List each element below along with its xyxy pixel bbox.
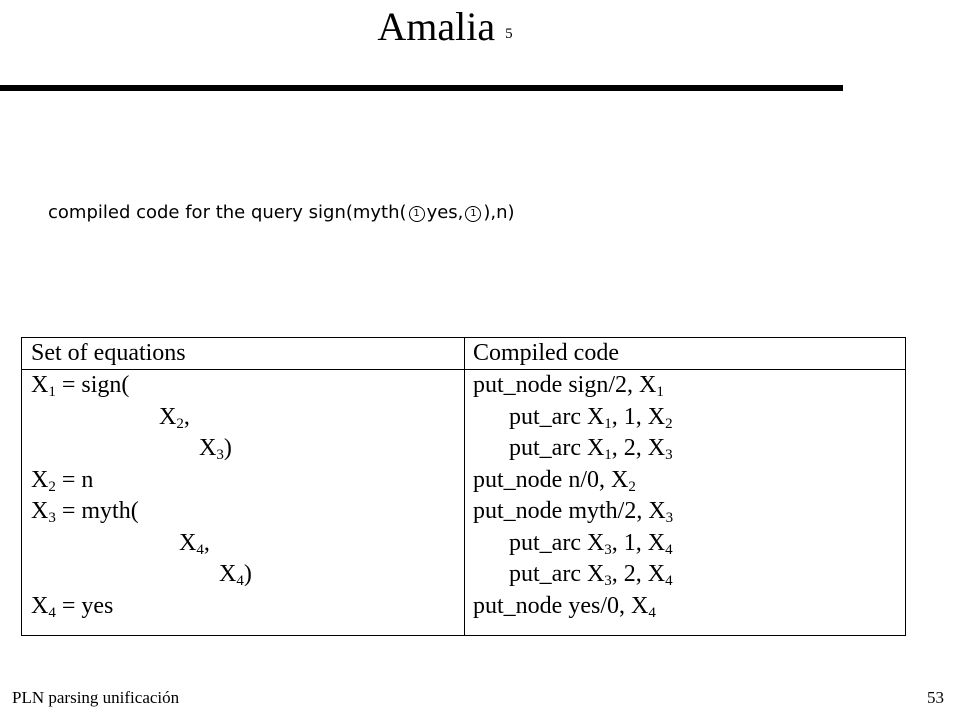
code-row: put_node yes/0, X4 <box>473 592 656 621</box>
code-row: put_arc X1, 2, X3 <box>509 435 673 463</box>
variable: X <box>31 498 49 524</box>
variable: X <box>199 435 217 461</box>
subscript: 2 <box>48 478 56 495</box>
code-text: put_node myth/2, X <box>473 498 666 524</box>
subscript: 4 <box>48 604 56 621</box>
equation-text: = myth( <box>55 498 139 524</box>
subscript: 1 <box>656 384 664 400</box>
code-row: put_node n/0, X2 <box>473 466 636 495</box>
code-text: put_node sign/2, X <box>473 372 657 398</box>
subscript: 2 <box>176 415 184 432</box>
title-text: Amalia <box>377 4 496 49</box>
equation-text: , <box>203 529 210 556</box>
code-row: put_arc X3, 2, X4 <box>509 561 673 589</box>
code-text: , 1, X <box>611 529 666 556</box>
equation-row: X4, <box>179 529 210 558</box>
code-row: put_node myth/2, X3 <box>473 498 674 526</box>
slide-title: Amalia 5 <box>0 2 890 59</box>
column-divider <box>464 338 465 635</box>
code-text: put_node yes/0, X <box>473 592 649 619</box>
variable: X <box>31 372 49 398</box>
code-text: , 1, X <box>611 403 666 430</box>
subscript: 3 <box>604 541 612 558</box>
equation-row: X1 = sign( <box>31 372 130 400</box>
code-row: put_node sign/2, X1 <box>473 372 664 400</box>
subtitle-mid: yes, <box>426 202 464 223</box>
header-equations: Set of equations <box>31 340 186 366</box>
page-number: 53 <box>927 688 944 707</box>
code-text: , 2, X <box>611 435 666 461</box>
subscript: 4 <box>665 573 673 589</box>
subscript: 1 <box>48 384 56 400</box>
subtitle-suffix: ),n) <box>483 202 515 223</box>
subscript: 3 <box>216 447 224 463</box>
code-text: put_node n/0, X <box>473 466 629 493</box>
subscript: 4 <box>665 541 673 558</box>
code-text: , 2, X <box>611 561 666 587</box>
variable: X <box>31 592 49 619</box>
subscript: 3 <box>665 447 673 463</box>
code-row: put_arc X1, 1, X2 <box>509 403 673 432</box>
variable: X <box>219 561 237 587</box>
equation-text: = sign( <box>55 372 130 398</box>
header-divider <box>22 369 905 370</box>
code-text: put_arc X <box>509 403 605 430</box>
subscript: 1 <box>604 447 612 463</box>
equation-row: X4) <box>219 561 252 589</box>
footer-course: PLN parsing unificación <box>12 688 180 707</box>
equation-row: X3 = myth( <box>31 498 139 526</box>
equation-text: = yes <box>55 592 114 619</box>
equation-row: X3) <box>199 435 232 463</box>
subscript: 3 <box>604 573 612 589</box>
subtitle-prefix: compiled code for the query sign(myth( <box>48 202 407 223</box>
variable: X <box>179 529 197 556</box>
equation-text: ) <box>243 561 252 587</box>
variable: X <box>31 466 49 493</box>
subscript: 1 <box>604 415 612 432</box>
header-code: Compiled code <box>473 340 619 366</box>
code-text: put_arc X <box>509 561 605 587</box>
subscript: 3 <box>665 510 674 526</box>
equation-row: X4 = yes <box>31 592 114 621</box>
equation-text: ) <box>223 435 232 461</box>
subscript: 2 <box>665 415 673 432</box>
subscript: 4 <box>236 573 244 589</box>
circled-one-icon: 1 <box>465 206 482 222</box>
equation-row: X2 = n <box>31 466 94 495</box>
subscript: 4 <box>196 541 204 558</box>
title-rule <box>0 85 843 91</box>
subscript: 3 <box>48 510 56 526</box>
code-row: put_arc X3, 1, X4 <box>509 529 673 558</box>
title-number: 5 <box>505 26 513 42</box>
code-text: put_arc X <box>509 529 605 556</box>
equation-text: , <box>183 403 190 430</box>
subscript: 2 <box>628 478 636 495</box>
equation-row: X2, <box>159 403 190 432</box>
equation-text: = n <box>55 466 94 493</box>
code-text: put_arc X <box>509 435 605 461</box>
subscript: 4 <box>648 604 656 621</box>
variable: X <box>159 403 177 430</box>
circled-one-icon: 1 <box>408 206 425 222</box>
